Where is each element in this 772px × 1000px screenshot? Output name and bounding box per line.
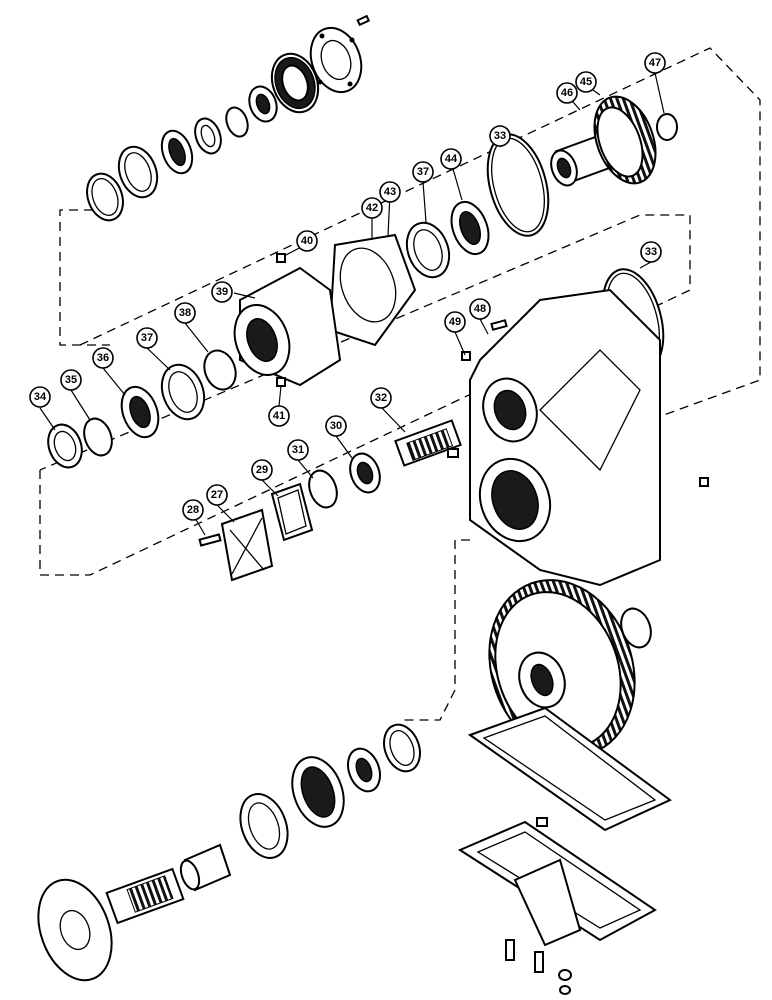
bearing-carrier-39 <box>233 253 342 387</box>
callout-44: 44 <box>440 148 462 170</box>
pinion-shaft-32 <box>308 419 462 509</box>
callout-37-lower: 37 <box>136 327 158 349</box>
svg-text:33: 33 <box>645 246 657 258</box>
callout-43: 43 <box>379 181 401 203</box>
callout-32: 32 <box>370 387 392 409</box>
top-shaft-parts <box>86 14 371 222</box>
callout-35: 35 <box>60 369 82 391</box>
callout-48: 48 <box>469 298 491 320</box>
svg-text:37: 37 <box>141 332 153 344</box>
svg-text:28: 28 <box>187 504 199 516</box>
callout-29: 29 <box>251 459 273 481</box>
svg-text:41: 41 <box>273 410 285 422</box>
svg-text:48: 48 <box>474 303 486 315</box>
bull-gear <box>488 579 652 757</box>
cover-plate-27 <box>198 482 314 582</box>
callout-27: 27 <box>206 484 228 506</box>
svg-text:30: 30 <box>330 420 342 432</box>
callout-39: 39 <box>211 281 233 303</box>
callout-33-lower: 33 <box>640 241 662 263</box>
callout-41: 41 <box>268 405 290 427</box>
o-ring-upper <box>486 133 550 237</box>
callout-30: 30 <box>325 415 347 437</box>
svg-text:39: 39 <box>216 286 228 298</box>
left-bearing-stack <box>47 349 237 469</box>
svg-text:31: 31 <box>292 444 304 456</box>
svg-text:46: 46 <box>561 87 573 99</box>
callout-28: 28 <box>182 499 204 521</box>
callout-38: 38 <box>174 302 196 324</box>
svg-text:43: 43 <box>384 186 396 198</box>
pinion-gear-shaft <box>550 95 678 187</box>
assembly-dash-lines <box>39 47 761 721</box>
callout-42: 42 <box>361 197 383 219</box>
callout-34: 34 <box>29 386 51 408</box>
axle-bearing-stack <box>179 723 421 892</box>
bearing-cup-37-upper <box>405 221 451 279</box>
svg-text:44: 44 <box>445 153 458 165</box>
svg-text:42: 42 <box>366 202 378 214</box>
callout-47: 47 <box>644 52 666 74</box>
callout-45: 45 <box>575 71 597 93</box>
oil-pan-and-gasket <box>457 706 672 995</box>
svg-text:29: 29 <box>256 464 268 476</box>
svg-text:36: 36 <box>97 352 109 364</box>
gasket-shim-42-43 <box>328 233 417 347</box>
callout-49: 49 <box>444 311 466 333</box>
svg-text:32: 32 <box>375 392 387 404</box>
callout-37-upper: 37 <box>412 161 434 183</box>
svg-text:45: 45 <box>580 76 592 88</box>
axle-shaft <box>37 867 185 982</box>
svg-text:47: 47 <box>649 57 661 69</box>
callout-40: 40 <box>296 230 318 252</box>
svg-text:49: 49 <box>449 316 461 328</box>
svg-text:40: 40 <box>301 235 313 247</box>
svg-text:27: 27 <box>211 489 223 501</box>
callout-36: 36 <box>92 347 114 369</box>
svg-text:35: 35 <box>65 374 77 386</box>
svg-text:37: 37 <box>417 166 429 178</box>
callout-33-upper: 33 <box>489 125 511 147</box>
callout-31: 31 <box>287 439 309 461</box>
svg-text:34: 34 <box>34 391 47 403</box>
final-drive-housing <box>461 288 709 587</box>
svg-text:33: 33 <box>494 130 506 142</box>
svg-text:38: 38 <box>179 307 191 319</box>
callout-46: 46 <box>556 82 578 104</box>
